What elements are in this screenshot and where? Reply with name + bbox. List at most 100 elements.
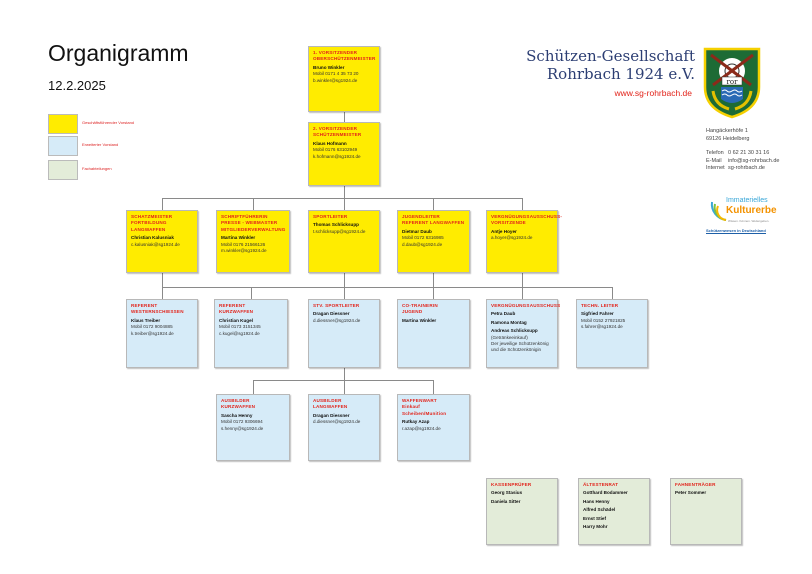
box-email[interactable]: s.henny@sg1924.de <box>221 425 264 431</box>
connector-line <box>253 198 254 210</box>
box-email[interactable]: t.schlicksupp@sg1924.de <box>313 228 366 234</box>
box-detail: Mobil 0152 27921825 <box>581 317 626 323</box>
box-title: 1. Vorsitzender <box>313 50 358 55</box>
box-title: Schützenmeister <box>313 132 362 138</box>
club-name-line2: Rohrbach 1924 e.V. <box>546 65 695 83</box>
org-box-waffen: WaffenwartEinkauf Scheiben/MunitionRutka… <box>397 394 470 461</box>
box-email[interactable]: d.daub@sg1924.de <box>402 241 443 247</box>
box-person-name: Petra Daub <box>491 311 516 317</box>
box-email[interactable]: k.hofmann@sg1924.de <box>313 153 361 159</box>
box-title: Kurzwaffen <box>219 309 254 315</box>
box-person-name: Alfred Schädel <box>583 507 616 513</box>
box-title: Presse - Webmaster <box>221 220 278 226</box>
box-title: Referent <box>219 303 246 308</box>
box-title: Jugendleiter <box>402 214 440 219</box>
box-title: Sportleiter <box>313 214 348 219</box>
box-detail: Mobil 0176 21566126 <box>221 241 266 247</box>
box-email[interactable]: b.winkler@sg1924.de <box>313 77 358 83</box>
box-person-name: Dragan Diessner <box>313 311 350 317</box>
club-name-line1: Schützen-Gesellschaft <box>526 47 695 65</box>
box-detail: Mobil 0176 63102949 <box>313 147 358 153</box>
club-address-street: Hangäckerhöfe 1 <box>706 128 748 134</box>
box-detail: Mobil 0172 9004885 <box>131 324 173 330</box>
connector-line <box>612 287 613 299</box>
org-box-sport: SportleiterThomas Schlicksuppt.schlicksu… <box>308 210 380 273</box>
box-title: Jugend <box>402 309 423 315</box>
box-title: Westernschiessen <box>131 309 184 315</box>
box-title: Referent <box>131 303 158 308</box>
box-person-name: Bruno Winkler <box>313 64 345 70</box>
club-address-city: 69126 Heidelberg <box>706 135 750 142</box>
svg-text:ror: ror <box>727 78 739 86</box>
box-email[interactable]: c.kalusniak@sg1924.de <box>131 241 180 247</box>
org-box-v1: 1. VorsitzenderOberschützenmeisterBruno … <box>308 46 380 112</box>
box-detail: Mobil 0172 9306694 <box>221 419 263 425</box>
box-title: Kurzwaffen <box>221 404 256 410</box>
kulturerbe-line1: Immaterielles <box>726 197 768 204</box>
box-title: Techn. Leiter <box>581 303 619 308</box>
legend-swatch-extended <box>48 136 78 156</box>
box-person-name: Thomas Schlicksupp <box>313 222 359 228</box>
box-person-name: Sascha Henny <box>221 412 253 418</box>
box-person-name: Christian Kugel <box>219 317 253 323</box>
box-person-name: Gotthard Bodammer <box>583 490 628 496</box>
connector-line <box>162 198 523 199</box>
box-email[interactable]: r.azap@sg1924.de <box>402 425 441 431</box>
box-title: Langwaffen <box>313 404 348 410</box>
box-title: Ausbilder <box>313 398 342 403</box>
box-email[interactable]: k.treiber@sg1924.de <box>131 330 174 336</box>
org-box-jugend: JugendleiterReferent LangwaffenDietmar D… <box>397 210 470 273</box>
box-title: Schriftführerin <box>221 214 268 219</box>
box-email[interactable]: d.diessner@sg1924.de <box>313 419 361 425</box>
box-person-name: Daniela Sitter <box>491 498 521 504</box>
box-person-name: Rutkay Azap <box>402 419 430 425</box>
org-box-vergn: Vergnügungsausschuss-VorsitzendeAntje Ho… <box>486 210 563 273</box>
connector-line <box>162 287 613 288</box>
box-email[interactable]: m.winkler@sg1924.de <box>221 248 267 254</box>
page-title: Organigramm <box>48 40 189 66</box>
box-title: Waffenwart <box>402 398 437 403</box>
box-person-name: Sigfried Fahrer <box>581 311 614 317</box>
box-title: Ausbilder <box>221 398 250 403</box>
box-title: Stv. Sportleiter <box>313 303 360 308</box>
box-title: 2. Vorsitzender <box>313 126 358 131</box>
connector-line <box>162 273 163 299</box>
connector-line <box>162 198 163 210</box>
box-title: Ältestenrat <box>583 482 619 487</box>
box-person-name: Antje Hoyer <box>491 228 517 234</box>
box-title: Referent Langwaffen <box>402 220 465 226</box>
box-title: Mitgliederverwaltung <box>221 226 286 232</box>
club-website-link[interactable]: www.sg-rohrbach.de <box>614 88 692 98</box>
box-title: Fortbildung Langwaffen <box>131 220 167 232</box>
box-email[interactable]: c.kugel@sg1924.de <box>219 330 260 336</box>
box-person-name: Klaus Hofmann <box>313 140 347 146</box>
box-email[interactable]: a.hoyer@sg1924.de <box>491 235 533 241</box>
box-title: Schatzmeister <box>131 214 173 219</box>
box-title: Fahnenträger <box>675 482 716 487</box>
box-email[interactable]: d.diessner@sg1924.de <box>313 317 361 323</box>
connector-line <box>433 273 434 299</box>
kulturerbe-sub: Wissen. Können. Weitergeben. <box>728 219 770 223</box>
box-person-name: Hans Henny <box>583 498 610 504</box>
connector-line <box>251 287 252 299</box>
connector-line <box>522 273 523 299</box>
org-box-schatz: SchatzmeisterFortbildung LangwaffenChris… <box>126 210 198 273</box>
box-email[interactable]: s.fahrer@sg1924.de <box>581 324 623 330</box>
box-title: Vergnügungsausschuss- <box>491 214 563 219</box>
org-box-schrift: SchriftführerinPresse - WebmasterMitglie… <box>216 210 290 273</box>
kulturerbe-arcs-icon <box>710 201 727 221</box>
box-title: Co-Trainerin <box>402 303 438 308</box>
club-crest-logo: ror <box>703 47 761 119</box>
org-box-ausl: AusbilderLangwaffenDragan Diessnerd.dies… <box>308 394 380 461</box>
box-detail: Der jeweilige Schützenkönig <box>491 341 549 347</box>
org-box-v2: 2. VorsitzenderSchützenmeisterKlaus Hofm… <box>308 122 380 186</box>
connector-line <box>344 368 345 394</box>
org-box-fahne: FahnenträgerPeter Sommer <box>670 478 742 545</box>
kulturerbe-logo: Immaterielles Kulturerbe Wissen. Können.… <box>706 194 782 238</box>
